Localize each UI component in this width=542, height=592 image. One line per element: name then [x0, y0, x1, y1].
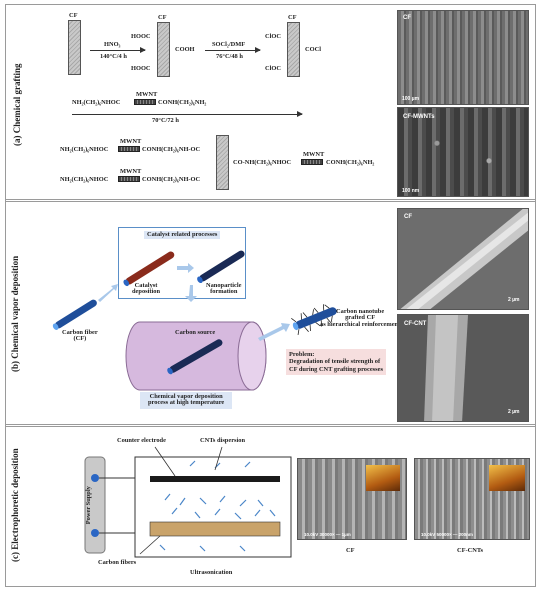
condition-2: 76°C/48 h [216, 53, 243, 60]
mwnt-reagent-right: CONH(CH₂)₆NH₂ [158, 99, 207, 106]
sem-cf-label: CF [403, 15, 411, 21]
cf-label-3: CF [288, 14, 297, 21]
label-counter-electrode: Counter electrode [117, 437, 166, 444]
label-carbon-source: Carbon source [175, 329, 216, 336]
sem-mwnt-label: CF-MWNTs [403, 114, 435, 120]
sem-fiber-diagonal [398, 209, 528, 309]
mwnt-label-1: MWNT [136, 91, 158, 98]
label-catalyst-deposition: Catalyst deposition [132, 282, 161, 296]
arrow-socl2 [205, 47, 261, 53]
fiber-cf-1 [68, 20, 81, 75]
product-mwnt-top: MWNT [120, 138, 142, 145]
caption-sem-cf: CF [346, 547, 355, 554]
cloc-top: ClOC [265, 33, 281, 40]
problem-box: Problem: Degradation of tensile strength… [286, 349, 386, 376]
mwnt-block-3 [118, 176, 140, 182]
sem-cf-c-info: 10.0kV 30000× — 1µm [304, 532, 351, 537]
product-top-right: CONH(CH₂)₆NH-OC [142, 146, 201, 153]
sem-cnt-scale: 2 µm [508, 409, 520, 415]
product-mwnt-right: MWNT [303, 151, 325, 158]
label-carbon-fibers: Carbon fibers [98, 559, 137, 566]
fiber-cf-product [216, 135, 229, 190]
mwnt-block-2 [118, 146, 140, 152]
afm-inset-cf [366, 465, 400, 491]
sem-image-cfcnts-c: 10.0kV 50000× — 200nm [414, 458, 530, 540]
cf-label-1: CF [69, 12, 78, 19]
catalyst-process-box [118, 227, 246, 299]
product-bottom-left: NH₂(CH₂)₆NHOC [60, 176, 109, 183]
afm-inset-cfcnts [489, 465, 525, 491]
label-ultrasonication: Ultrasonication [190, 569, 233, 576]
hooc-bottom: HOOC [131, 65, 151, 72]
sem-image-cf-b: CF 2 µm [397, 208, 529, 310]
sem-image-cf-c: 10.0kV 30000× — 1µm [297, 458, 407, 540]
label-nanoparticle-formation: Nanoparticle formation [206, 282, 242, 296]
sem-mwnt-scale: 100 nm [402, 188, 420, 194]
label-power-supply: Power Supply [84, 486, 92, 525]
product-top-left: NH₂(CH₂)₆NHOC [60, 146, 109, 153]
product-right: CO-NH(CH₂)₆NHOC [233, 159, 292, 166]
fiber-cf-2 [157, 22, 170, 77]
condition-3: 70°C/72 h [152, 117, 179, 124]
sem-cf-b-label: CF [404, 214, 412, 220]
hooc-top: HOOC [131, 33, 151, 40]
mwnt-block-1 [134, 99, 156, 105]
caption-sem-cfcnts: CF-CNTs [457, 547, 484, 554]
cooh-label: COOH [175, 46, 195, 53]
sem-cnt-fiber [398, 315, 528, 421]
sem-cnt-label: CF-CNT [404, 321, 427, 327]
sem-cfcnts-c-info: 10.0kV 50000× — 200nm [421, 532, 473, 537]
sem-image-cf-cnt: CF-CNT 2 µm [397, 314, 529, 422]
catalyst-title: Catalyst related processes [144, 231, 221, 240]
panel-cvd [5, 201, 536, 425]
condition-1: 140°C/4 h [100, 53, 127, 60]
cloc-bottom: ClOC [265, 65, 281, 72]
cocl-label: COCl [305, 46, 321, 53]
label-cnts-dispersion: CNTs dispersion [200, 437, 246, 444]
sem-cf-b-scale: 2 µm [508, 297, 520, 303]
sem-cf-scale: 100 µm [402, 96, 420, 102]
sem-image-cf: CF 100 µm [397, 10, 529, 105]
product-right-end: CONH(CH₂)₆NH₂ [326, 159, 375, 166]
panel-chemical-grafting [5, 4, 536, 200]
fiber-cf-3 [287, 22, 300, 77]
label-carbon-fiber: Carbon fiber (CF) [62, 329, 98, 343]
arrow-mwnt [72, 111, 303, 117]
cf-label-2: CF [158, 14, 167, 21]
mwnt-reagent-left: NH₂(CH₂)₆NHOC [72, 99, 121, 106]
product-mwnt-bottom: MWNT [120, 168, 142, 175]
arrow-hno3 [90, 47, 146, 53]
sem-image-cf-mwnts: CF-MWNTs 100 nm [397, 107, 529, 197]
product-bottom-right: CONH(CH₂)₆NH-OC [142, 176, 201, 183]
cvd-caption: Chemical vapor deposition process at hig… [140, 392, 233, 409]
mwnt-block-4 [301, 159, 323, 165]
panel-epd [5, 426, 536, 587]
reagent-socl2: SOCl₂/DMF [212, 41, 246, 48]
label-grafted-cf: Carbon nanotube grafted CF as hierarchic… [320, 308, 401, 328]
reagent-hno3: HNO₃ [104, 41, 121, 48]
